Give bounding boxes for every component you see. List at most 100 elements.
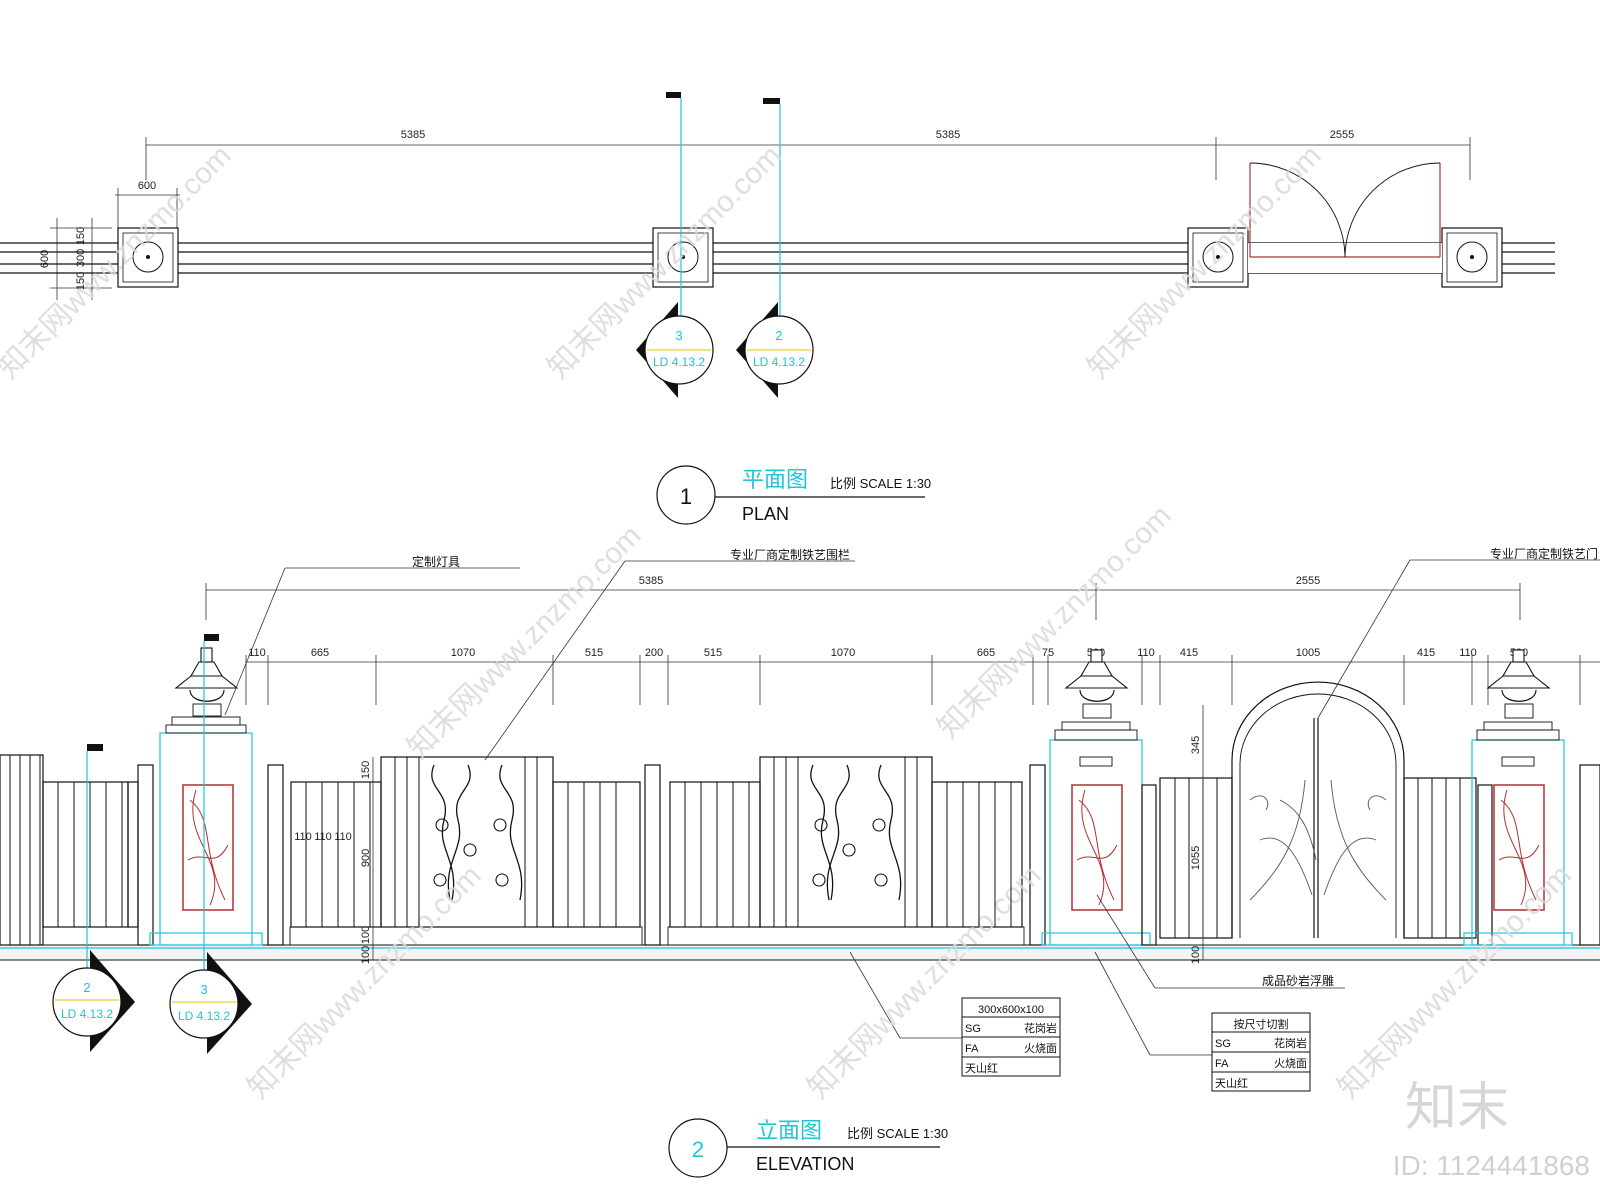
elev-dim-detail: 75 xyxy=(1042,647,1054,659)
pier-with-lamp xyxy=(1041,649,1151,946)
spec-1-code: SG xyxy=(965,1023,981,1035)
spec-1-header: 300x600x100 xyxy=(978,1004,1044,1016)
plan-title-scale: 比例 SCALE 1:30 xyxy=(830,476,931,491)
plan-view: 5385 5385 2555 600 600 150 300 150 xyxy=(0,92,1555,525)
elev-dim-detail: 665 xyxy=(311,647,329,659)
plan-dim-side-b: 300 xyxy=(75,249,87,267)
elev-dim-detail: 1005 xyxy=(1296,647,1320,659)
plan-title-number: 1 xyxy=(680,484,692,509)
plan-section-mark-3: 3 LD 4.13.2 xyxy=(636,302,714,398)
spec-2-value: 火烧面 xyxy=(1274,1057,1307,1070)
elev-dim-detail: 110 xyxy=(248,647,266,659)
elev-vdim: 150 xyxy=(360,761,372,779)
elev-section-3-ref: LD 4.13.2 xyxy=(178,1009,230,1023)
spec-1-value: 火烧面 xyxy=(1024,1042,1057,1055)
spec-2-code: SG xyxy=(1215,1038,1231,1050)
plan-pier xyxy=(1441,227,1503,288)
elev-section-mark-3: 3 LD 4.13.2 xyxy=(169,952,252,1054)
spec-1-value: 花岗岩 xyxy=(1024,1021,1057,1035)
elev-title-scale: 比例 SCALE 1:30 xyxy=(847,1126,948,1141)
elev-title-en: ELEVATION xyxy=(756,1154,854,1174)
fence-panel-b xyxy=(667,756,1046,946)
plan-section-3-number: 3 xyxy=(675,328,682,343)
fence-panel-left xyxy=(0,754,154,946)
note-stone-panel-text: 成品砂岩浮雕 xyxy=(1262,973,1334,988)
fence-bars xyxy=(773,757,799,927)
watermark-text: 知末网www.znzmo.com xyxy=(242,859,488,1105)
fence-bars xyxy=(394,757,420,927)
iron-gate xyxy=(1141,681,1493,946)
spec-2-header: 按尺寸切割 xyxy=(1234,1017,1289,1031)
plan-dim-3: 2555 xyxy=(1330,129,1354,141)
note-lamp: 定制灯具 xyxy=(224,554,520,716)
note-stone-panel: 成品砂岩浮雕 xyxy=(1096,894,1345,989)
elev-vdim: 110 xyxy=(294,831,312,843)
watermark-text: 知末网www.znzmo.com xyxy=(932,499,1178,745)
fence-bars xyxy=(946,782,1012,927)
watermark-text: 知末网www.znzmo.com xyxy=(0,139,238,385)
plan-dim-1: 5385 xyxy=(401,129,425,141)
elev-title-cn: 立面图 xyxy=(756,1118,822,1143)
elev-dim-detail: 110 xyxy=(1137,647,1155,659)
plan-pier xyxy=(117,227,179,288)
plan-section-3-ref: LD 4.13.2 xyxy=(653,355,705,369)
fence-bars xyxy=(567,782,617,927)
plan-title-cn: 平面图 xyxy=(742,467,808,492)
fence-bars xyxy=(684,782,750,927)
plan-section-2-number: 2 xyxy=(775,328,782,343)
plan-gate-swing xyxy=(1248,162,1442,273)
elev-vdim: 110 xyxy=(334,831,352,843)
watermark-id: ID: 1124441868 xyxy=(1393,1150,1590,1181)
fence-bars xyxy=(904,757,918,927)
elev-vdim: 100 xyxy=(1190,946,1202,964)
plan-dim-pier: 600 xyxy=(138,180,156,192)
elev-dim-detail: 515 xyxy=(585,647,603,659)
elev-section-3-number: 3 xyxy=(200,982,207,997)
elev-dim-detail: 1070 xyxy=(831,647,855,659)
plan-title: 1 平面图 比例 SCALE 1:30 PLAN xyxy=(656,465,931,525)
fence-panel-a xyxy=(267,756,661,946)
ornamental-scroll xyxy=(431,764,523,901)
elev-dim-detail: 415 xyxy=(1417,647,1435,659)
ornamental-scroll xyxy=(810,764,902,901)
plan-pier xyxy=(652,227,714,288)
detail-dim-ticks xyxy=(245,655,1581,705)
fence-bars xyxy=(524,757,538,927)
elev-section-2-number: 2 xyxy=(83,980,90,995)
elev-vdim: 110 xyxy=(314,831,332,843)
spec-1-value: 天山红 xyxy=(965,1062,998,1075)
note-railing: 专业厂商定制铁艺围栏 xyxy=(484,547,855,761)
plan-dim-side-a: 150 xyxy=(75,227,87,245)
elev-dim-detail: 200 xyxy=(645,647,663,659)
note-railing-text: 专业厂商定制铁艺围栏 xyxy=(730,547,850,562)
elev-vdim: 100 xyxy=(360,926,372,944)
elev-dim-detail: 110 xyxy=(1459,647,1477,659)
elev-dim-overall-2: 2555 xyxy=(1296,575,1320,587)
elevation-title: 2 立面图 比例 SCALE 1:30 ELEVATION xyxy=(668,1118,948,1178)
spec-table-2: 按尺寸切割 SG 花岗岩 FA 火烧面 天山红 xyxy=(1094,951,1311,1092)
plan-section-2-ref: LD 4.13.2 xyxy=(753,355,805,369)
elev-dim-detail: 415 xyxy=(1180,647,1198,659)
elev-vdim: 345 xyxy=(1190,736,1202,754)
elevation-view: 5385 2555 110 665 1070 515 200 515 1070 … xyxy=(0,546,1600,1178)
note-gate: 专业厂商定制铁艺门 xyxy=(1317,546,1600,719)
spec-1-code: FA xyxy=(965,1043,979,1055)
spec-2-value: 花岗岩 xyxy=(1274,1036,1307,1050)
note-lamp-text: 定制灯具 xyxy=(412,554,460,569)
elev-dim-detail: 665 xyxy=(977,647,995,659)
spec-table-1: 300x600x100 SG 花岗岩 FA 火烧面 天山红 xyxy=(849,951,1061,1077)
ground-base xyxy=(0,944,1600,961)
elev-section-mark-2: 2 LD 4.13.2 xyxy=(52,950,135,1052)
plan-dim-2: 5385 xyxy=(936,129,960,141)
elev-title-number: 2 xyxy=(692,1137,704,1162)
plan-section-mark-2: 2 LD 4.13.2 xyxy=(736,302,814,398)
elev-section-2-ref: LD 4.13.2 xyxy=(61,1007,113,1021)
watermark-text: 知末网www.znzmo.com xyxy=(1332,859,1578,1105)
detail-dim-labels: 110 665 1070 515 200 515 1070 665 75 500… xyxy=(248,647,1528,659)
vertical-dimensions: 150 110 110 110 900 100 100 345 1055 100 xyxy=(294,705,1204,964)
pier-with-lamp xyxy=(149,647,263,946)
spec-2-value: 天山红 xyxy=(1215,1077,1248,1090)
spec-2-code: FA xyxy=(1215,1058,1229,1070)
elev-vdim: 100 xyxy=(360,946,372,964)
